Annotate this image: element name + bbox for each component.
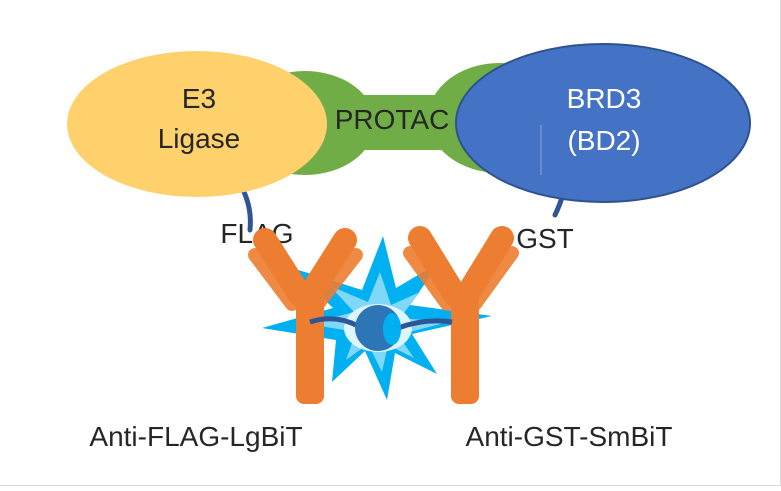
e3-ligase-label-line2: Ligase	[158, 123, 241, 154]
brd3-label-line2: (BD2)	[567, 125, 640, 156]
protac-label: PROTAC	[335, 104, 450, 135]
lgbit-linker	[309, 316, 360, 329]
e3-ligase-ellipse	[67, 51, 327, 197]
anti-gst-smbit-label: Anti-GST-SmBiT	[466, 421, 673, 452]
anti-flag-lgbit-label: Anti-FLAG-LgBiT	[89, 421, 302, 452]
anti-gst-antibody	[403, 226, 519, 404]
flag-tether	[241, 189, 253, 233]
brd3-ellipse	[455, 43, 751, 203]
gst-tag-label: GST	[516, 223, 574, 254]
e3-ligase-label-line1: E3	[182, 83, 216, 114]
smbit-linker	[397, 318, 453, 331]
brd3-label-line1: BRD3	[567, 83, 642, 114]
smbit-subunit	[383, 313, 401, 345]
anti-flag-antibody	[248, 228, 363, 404]
